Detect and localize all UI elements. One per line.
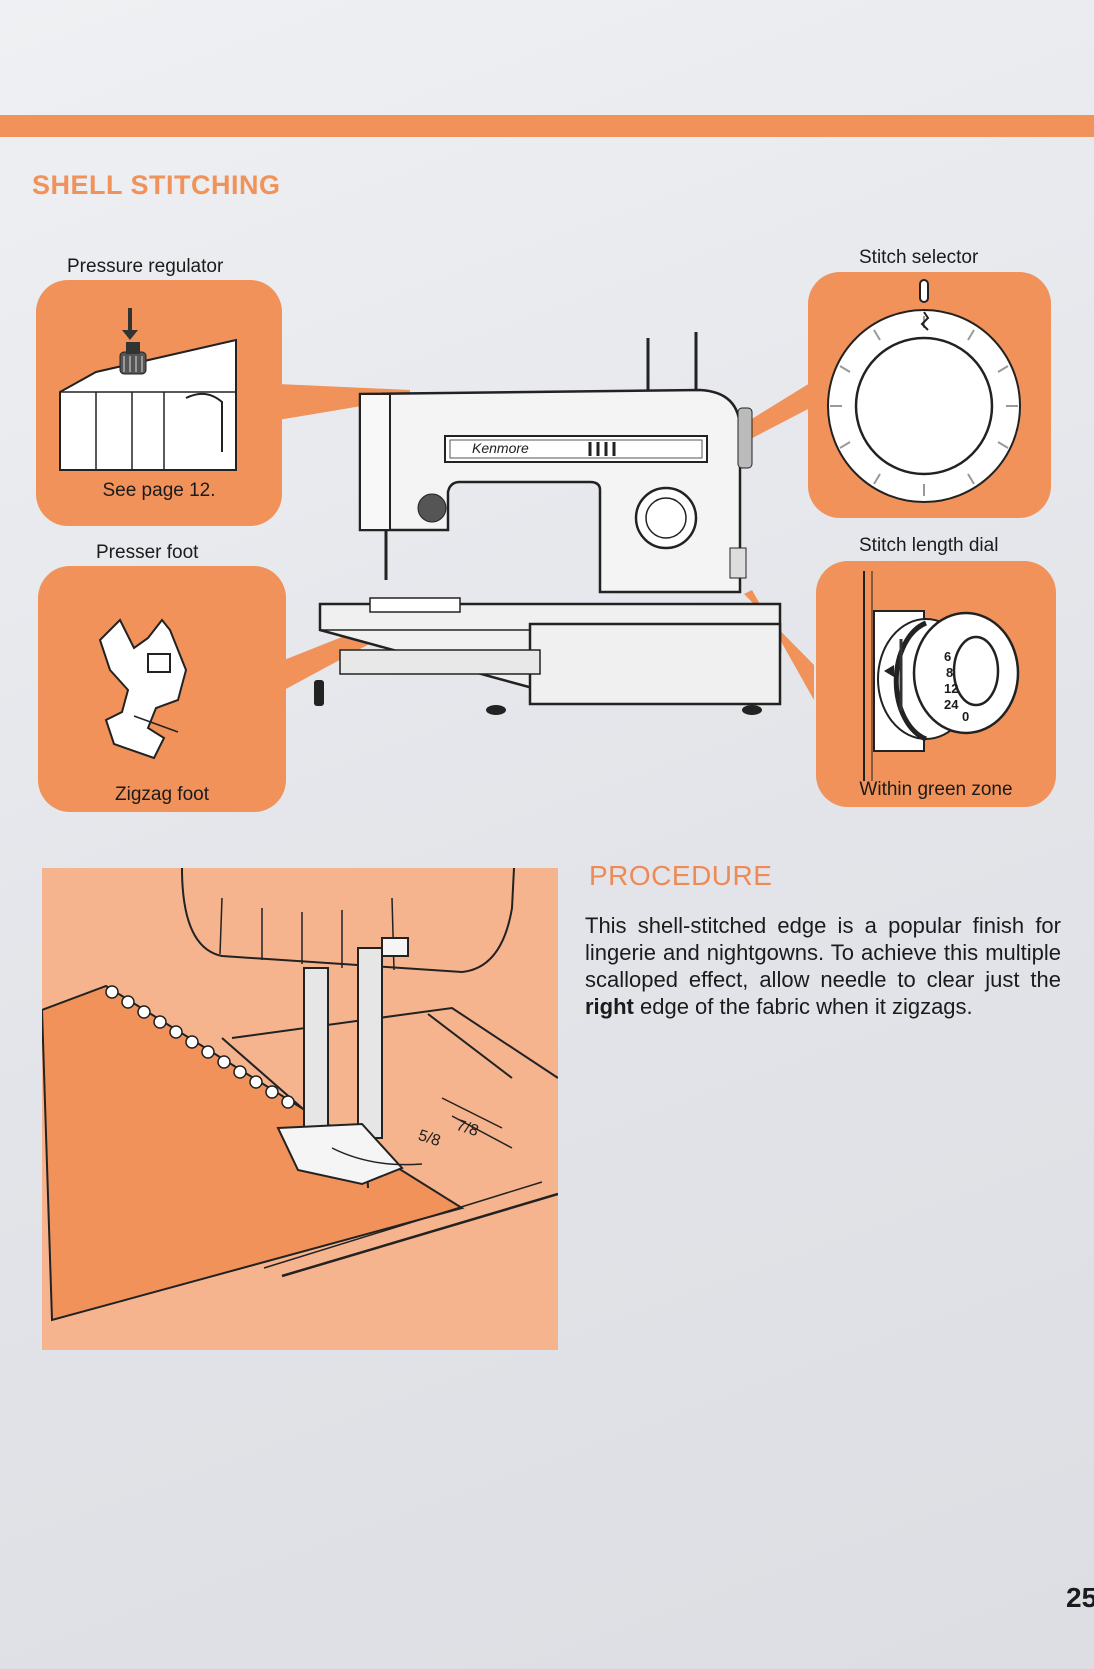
machine-brand: Kenmore <box>472 440 529 456</box>
section-title: SHELL STITCHING <box>32 170 281 200</box>
pressure-regulator-caption: See page 12. <box>102 480 216 501</box>
zigzag-foot-illustration <box>98 618 188 760</box>
stitch-length-dial-caption: Within green zone <box>859 779 1013 800</box>
dial-number: 8 <box>946 665 954 680</box>
stitch-selector-label: Stitch selector <box>859 247 979 268</box>
presser-foot-caption: Zigzag foot <box>115 784 209 805</box>
needle-and-fabric-drawing <box>42 868 558 1322</box>
pressure-regulator-label: Pressure regulator <box>67 256 224 277</box>
procedure-text-start: This shell-stitched edge is a popular fi… <box>585 913 1061 992</box>
top-orange-rule <box>0 115 1094 137</box>
dial-number: 24 <box>944 697 959 712</box>
dial-number: 6 <box>944 649 952 664</box>
arrow-head <box>122 330 138 340</box>
pressure-regulator-illustration <box>59 338 237 471</box>
sewing-machine-illustration <box>314 332 782 715</box>
stitch-length-dial-label: Stitch length dial <box>859 535 999 556</box>
procedure-text-bold: right <box>585 994 634 1019</box>
page-number: 25 <box>1066 1582 1094 1613</box>
stitch-length-dial-illustration <box>863 571 1020 781</box>
arrow-down-icon <box>128 308 132 334</box>
presser-foot-panel: Zigzag foot <box>38 566 286 812</box>
procedure-text-end: edge of the fabric when it zigzags. <box>633 994 973 1019</box>
presser-foot-label: Presser foot <box>96 542 199 563</box>
procedure-text: This shell-stitched edge is a popular fi… <box>585 912 1061 1020</box>
pressure-regulator-panel: See page 12. <box>36 280 282 526</box>
shell-stitching-illustration: 5/8 7/8 <box>42 868 558 1350</box>
dial-number: 0 <box>962 709 970 724</box>
stitch-selector-panel <box>808 272 1051 518</box>
procedure-heading: PROCEDURE <box>589 860 773 891</box>
dial-number: 12 <box>944 681 959 696</box>
stitch-selector-dial-illustration <box>827 279 1021 503</box>
stitch-length-dial-panel: 6 8 12 24 0 Within green zone <box>816 561 1056 807</box>
